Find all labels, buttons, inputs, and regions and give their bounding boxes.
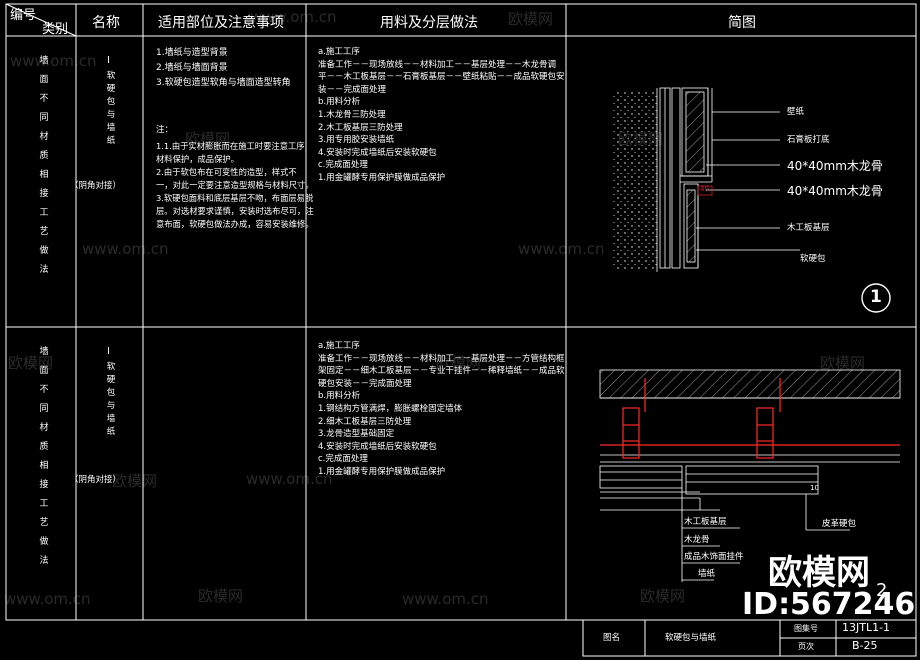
sketch1-dimension: 40 xyxy=(700,185,709,193)
method-item: 硬包安装－－完成面处理 xyxy=(318,378,412,389)
method-item: c.完成面处理 xyxy=(318,160,368,171)
sketch2-label: 皮革硬包 xyxy=(822,519,857,529)
row2-name-roman: I xyxy=(107,346,110,357)
sketch2-dimension: 10 xyxy=(810,484,819,492)
sketch-1-wall-section xyxy=(612,87,891,313)
method-item: 3.龙骨造型基础固定 xyxy=(318,429,395,440)
sketch2-label: 成品木饰面挂件 xyxy=(684,552,744,562)
method-item: 1.用金罐酵专用保护膜做成品保护 xyxy=(318,172,446,183)
sketch1-label: 40*40mm木龙骨 xyxy=(787,184,883,198)
method-item: 2.木工板基层三防处理 xyxy=(318,122,403,133)
note-item: 3.软硬包面料和底层基层不吻，布面层易脱 xyxy=(156,193,314,203)
row2-method-list: a.施工工序 准备工作－－现场放线－－材料加工－－基层处理－－方管结构框 架固定… xyxy=(318,340,565,479)
titleblock-name-label: 图名 xyxy=(603,633,621,643)
row2-variant: （阴角对接） xyxy=(70,475,122,485)
method-item: 2.细木工板基层三防处理 xyxy=(318,416,412,427)
watermark-brand: 欧模网 xyxy=(820,354,866,372)
sketch-2-steel-frame xyxy=(600,378,900,459)
method-item: b.用料分析 xyxy=(318,391,361,402)
sketch2-label: 木工板基层 xyxy=(684,517,727,527)
watermark-site: www.om.cn xyxy=(4,590,91,608)
method-item: a.施工工序 xyxy=(318,341,360,351)
row1-variant: （阴角对接） xyxy=(70,181,122,191)
note-item: 意布面，软硬包做法办成，容易安装维修。 xyxy=(156,219,314,229)
row1-name-roman: I xyxy=(107,55,110,66)
method-item: b.用料分析 xyxy=(318,97,361,108)
method-item: 4.安装时完成墙纸后安装软硬包 xyxy=(318,147,437,158)
header-method: 用料及分层做法 xyxy=(380,15,478,31)
method-item: 1.用金罐酵专用保护膜做成品保护 xyxy=(318,466,446,477)
watermark-brand: 欧模网 xyxy=(618,130,664,148)
titleblock-drawing-name: 软硬包与墙纸 xyxy=(665,633,717,643)
row2-category: 墙面不同材质相接工艺做法 xyxy=(39,347,49,566)
watermark-brand: 欧模网 xyxy=(640,587,686,605)
header-name: 名称 xyxy=(92,15,120,31)
sketch1-label: 40*40mm木龙骨 xyxy=(787,159,883,173)
row1-method-list: a.施工工序 准备工作－－现场放线－－材料加工－－基层处理－－木龙骨调 平－－木… xyxy=(318,46,565,185)
sketch1-label: 壁纸 xyxy=(787,107,805,117)
header-scope: 适用部位及注意事项 xyxy=(158,15,284,31)
scope-item: 3.软硬包造型软角与墙面造型转角 xyxy=(156,78,291,88)
row1-notes-list: 1.1.由于实材膨胀而在施工时要注意工序, 材料保护，成品保护。 2.由于软包布… xyxy=(156,140,314,231)
watermark-site: www.om.cn xyxy=(402,590,489,608)
method-item: 平－－木工板基层－－石膏板基层－－壁纸粘贴－－成品软硬包安 xyxy=(318,72,565,83)
method-item: c.完成面处理 xyxy=(318,454,368,465)
method-item: 4.安装时完成墙纸后安装软硬包 xyxy=(318,441,437,452)
sketch1-label: 软硬包 xyxy=(800,254,826,264)
sketch1-label: 木工板基层 xyxy=(787,223,830,233)
note-item: 层。对选材要求谨慎，安装时选布尽可，注 xyxy=(156,206,314,216)
method-item: 装－－完成面处理 xyxy=(318,84,387,95)
note-item: 一，对此一定要注意造型规格与材料尺寸。 xyxy=(156,180,314,190)
watermark-site: www.om.cn xyxy=(518,240,605,258)
sketch-2-section xyxy=(599,369,901,582)
method-item: 3.用专用胶安装墙纸 xyxy=(318,135,395,146)
watermark-id: ID:567246 xyxy=(742,587,916,622)
watermark-brand: 欧模网 xyxy=(436,354,482,372)
detail-number-badge: 1 xyxy=(870,287,882,307)
watermark-brand: 欧模网 xyxy=(112,472,158,490)
row1-name-text: 软硬包与墙纸 xyxy=(106,71,116,146)
note-item: 1.1.由于实材膨胀而在施工时要注意工序, xyxy=(156,141,308,151)
row2-name-text: 软硬包与墙纸 xyxy=(106,362,116,437)
row1-category: 墙面不同材质相接工艺做法 xyxy=(39,56,49,275)
watermark-brand: 欧模网 xyxy=(508,10,554,28)
method-item: 1.木龙骨三防处理 xyxy=(318,109,386,120)
header-sketch: 简图 xyxy=(728,15,756,31)
watermark-site: www.om.cn xyxy=(250,8,337,26)
titleblock-page: B-25 xyxy=(852,639,878,652)
header-code: 编号 xyxy=(10,8,37,23)
header-category: 类别 xyxy=(42,22,69,37)
watermark-site: www.om.cn xyxy=(82,240,169,258)
method-item: 准备工作－－现场放线－－材料加工－－基层处理－－方管结构框 xyxy=(318,353,565,364)
watermark-brand-large: 欧模网 xyxy=(768,553,870,593)
method-item: 架固定－－细木工板基层－－专业干挂件－－稀释墙纸－－成品软 xyxy=(318,366,565,377)
titleblock-drawing-no: 13JTL1-1 xyxy=(842,621,891,634)
row1-scope-list: 1.墙纸与造型背景 2.墙纸与墙面背景 3.软硬包造型软角与墙面造型转角 xyxy=(156,46,291,91)
watermark-brand: 欧模网 xyxy=(8,354,54,372)
watermark-site: www.om.cn xyxy=(10,52,97,70)
method-item: 准备工作－－现场放线－－材料加工－－基层处理－－木龙骨调 xyxy=(318,59,557,70)
titleblock-page-label: 页次 xyxy=(798,642,814,651)
scope-item: 2.墙纸与墙面背景 xyxy=(156,63,228,73)
note-item: 2.由于软包布在可变性的造型，样式不 xyxy=(156,167,297,177)
watermark-brand: 欧模网 xyxy=(198,587,244,605)
watermark-brand: 欧模网 xyxy=(185,130,231,148)
note-item: 材料保护，成品保护。 xyxy=(156,154,239,164)
row1-notes-title: 注： xyxy=(156,125,174,135)
table-grid xyxy=(5,3,917,657)
watermark-site: www.om.cn xyxy=(246,470,333,488)
watermark-corner-number: 2 xyxy=(876,580,888,601)
sketch2-label: 墙纸 xyxy=(698,569,716,579)
scope-item: 1.墙纸与造型背景 xyxy=(156,48,228,58)
method-item: 1.钢结构方管满焊，膨胀螺栓固定墙体 xyxy=(318,403,463,414)
sketch1-label: 石膏板打底 xyxy=(787,135,830,145)
titleblock-no-label: 图集号 xyxy=(794,624,818,633)
sketch2-label: 木龙骨 xyxy=(684,535,710,545)
method-item: a.施工工序 xyxy=(318,47,360,57)
